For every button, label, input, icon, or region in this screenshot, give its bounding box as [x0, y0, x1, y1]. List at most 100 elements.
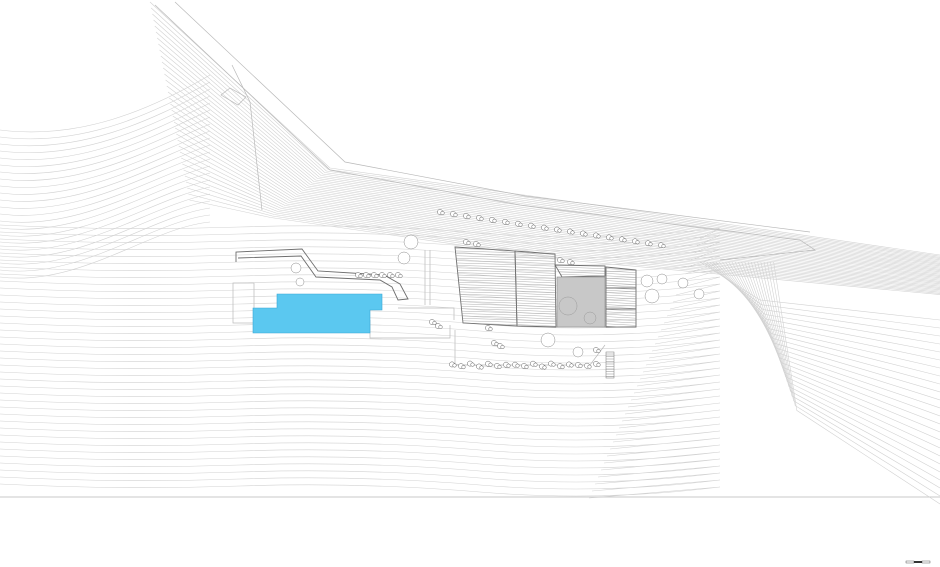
shrub-symbol — [570, 230, 575, 235]
exterior-stairs — [605, 351, 615, 379]
contour-line — [150, 7, 940, 257]
roof-hatch-line — [555, 271, 605, 274]
roof-hatch-line — [606, 325, 636, 327]
roof-hatch-line — [455, 269, 517, 273]
shrub-symbol — [596, 348, 601, 354]
contour-line — [172, 115, 940, 279]
contour-line — [0, 130, 211, 188]
roof-hatch-line — [515, 295, 556, 298]
shrub-symbol — [557, 228, 562, 233]
roof-hatch-line — [515, 293, 556, 296]
roof-hatch-line — [512, 329, 560, 331]
roof-hatch-line — [606, 306, 636, 309]
roof-hatch-line — [555, 273, 605, 277]
roof-hatch-line — [515, 321, 556, 325]
contour-line — [176, 133, 940, 282]
roof-hatch-line — [455, 255, 517, 258]
contour-line — [0, 343, 721, 359]
contour-line — [706, 261, 940, 337]
contour-line — [0, 364, 721, 380]
roof-hatch-line — [606, 323, 636, 326]
contour-line — [165, 79, 940, 271]
contour-line — [0, 441, 721, 457]
tree-symbol — [677, 277, 689, 289]
contour-line — [185, 181, 940, 292]
shrub-symbol — [587, 364, 592, 369]
contour-line — [0, 399, 721, 415]
roof-hatch-line — [606, 313, 636, 317]
contour-line — [0, 193, 211, 251]
courtyard-tree — [583, 311, 597, 325]
roof-hatch-line — [606, 292, 636, 295]
courtyard-tree — [558, 296, 578, 316]
contour-line — [754, 261, 940, 457]
contour-line — [0, 462, 721, 478]
roof-hatch-line — [606, 289, 636, 293]
roof-hatch-line — [455, 303, 517, 306]
courtyard — [556, 276, 606, 328]
shrub-symbol — [524, 364, 529, 369]
shrub-symbol — [466, 240, 471, 246]
contour-line — [0, 336, 721, 352]
shrub-symbol — [648, 242, 653, 247]
shrub-symbol — [452, 363, 457, 368]
roof-hatch-line — [455, 279, 517, 282]
shrubs — [355, 209, 666, 370]
roof-hatch-line — [515, 278, 556, 281]
roof-hatch-line — [515, 257, 556, 260]
tree-symbol — [640, 274, 654, 288]
roof-hatch-line — [455, 272, 517, 275]
contour-line — [709, 261, 940, 345]
roof-hatch-line — [606, 280, 636, 283]
contour-line — [153, 19, 940, 259]
tree-symbol — [693, 288, 705, 300]
shrub-symbol — [596, 234, 601, 239]
contour-line — [0, 406, 721, 422]
shrub-symbol — [470, 362, 475, 367]
roof-hatch-line — [515, 309, 556, 313]
contour-line — [0, 392, 721, 408]
roof-hatch-line — [515, 261, 556, 265]
shrub-symbol — [583, 232, 588, 237]
contour-line — [152, 13, 940, 258]
swimming-pool — [252, 293, 383, 334]
terrain-contours — [0, 1, 940, 505]
contour-line — [0, 434, 721, 450]
roof-hatch-line — [515, 307, 556, 310]
roof-hatch-line — [515, 252, 556, 255]
shrub-symbol — [497, 364, 502, 369]
tree-symbol — [572, 346, 584, 358]
roof-hatch-line — [606, 304, 636, 307]
contour-line — [757, 261, 940, 465]
contour-line — [0, 280, 721, 296]
roof-hatch-line — [606, 294, 636, 297]
contour-line — [155, 31, 940, 262]
contour-line — [0, 252, 721, 268]
contour-line — [158, 43, 940, 264]
contour-line — [0, 214, 211, 272]
contour-line — [0, 144, 211, 202]
shrub-symbol — [515, 363, 520, 368]
contour-line — [744, 261, 940, 433]
contour-line — [0, 378, 721, 394]
shrub-symbol — [533, 362, 538, 367]
contour-line — [0, 151, 211, 209]
shrub-symbol — [551, 362, 556, 367]
shrub-symbol — [569, 363, 574, 368]
shrub-symbol — [570, 260, 575, 266]
contour-line — [773, 261, 940, 505]
roof-hatch-line — [602, 328, 640, 330]
contour-line — [0, 259, 721, 275]
contour-line — [166, 85, 940, 273]
contour-line — [0, 81, 211, 140]
contour-line — [170, 103, 940, 276]
contour-line — [0, 221, 211, 279]
stair-outline — [605, 351, 615, 379]
roof-hatch-line — [606, 268, 636, 271]
roof-hatch-line — [606, 275, 636, 278]
roof-hatch-line — [515, 324, 556, 327]
roof-hatch-line — [515, 264, 556, 267]
shrub-symbol — [466, 214, 471, 219]
contour-line — [169, 97, 940, 275]
